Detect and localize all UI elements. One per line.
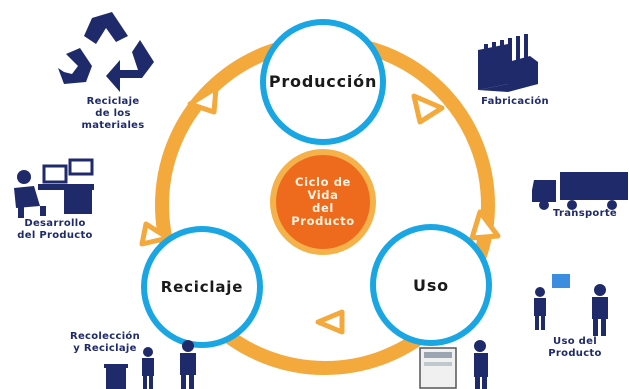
desarrollo-line-1: Desarrollo (24, 218, 86, 229)
node-produccion (260, 19, 386, 145)
people-icon (142, 340, 196, 389)
reciclaje-materiales-line-3: materiales (81, 120, 145, 131)
uso-producto-label: Uso del Producto (540, 336, 610, 360)
desarrollo-label: Desarrollo del Producto (6, 218, 104, 242)
recoleccion-line-2: y Reciclaje (73, 343, 137, 354)
desarrollo-line-2: del Producto (17, 230, 93, 241)
arrow-right (469, 209, 501, 241)
recycle-icon (58, 12, 154, 92)
stage-uso-label: Uso (413, 276, 449, 295)
center-line-1: Ciclo de (295, 175, 351, 189)
stage-produccion-label: Producción (268, 72, 378, 91)
arrow-top-left (187, 85, 219, 115)
recoleccion-label: Recolección y Reciclaje (64, 331, 146, 355)
center-label: Ciclo de Vida del Producto (281, 176, 365, 228)
factory-icon (478, 34, 538, 92)
trash-bin-icon (104, 364, 128, 389)
fabricacion-label: Fabricación (481, 96, 549, 107)
transporte-label: Transporte (553, 208, 617, 219)
arrow-top-right (411, 93, 445, 125)
arrow-bottom (315, 309, 345, 335)
center-line-3: del (312, 201, 334, 215)
center-line-2: Vida (307, 188, 339, 202)
node-reciclaje (141, 226, 263, 348)
truck-icon (532, 172, 628, 210)
reciclaje-materiales-label: Reciclaje de los materiales (70, 96, 156, 132)
arrow-left (139, 221, 171, 247)
center-line-4: Producto (291, 214, 355, 228)
copier-icon (419, 340, 488, 389)
reciclaje-materiales-line-2: de los (95, 108, 131, 119)
office-worker-icon (14, 158, 94, 218)
uso-producto-line-2: Producto (548, 348, 602, 359)
recoleccion-line-1: Recolección (69, 331, 141, 342)
stage-reciclaje-label: Reciclaje (160, 278, 244, 296)
uso-producto-line-1: Uso del (553, 336, 597, 347)
reciclaje-materiales-line-1: Reciclaje (86, 96, 140, 107)
presentation-icon (534, 274, 608, 336)
center-inner (276, 155, 370, 249)
node-uso (370, 224, 492, 346)
